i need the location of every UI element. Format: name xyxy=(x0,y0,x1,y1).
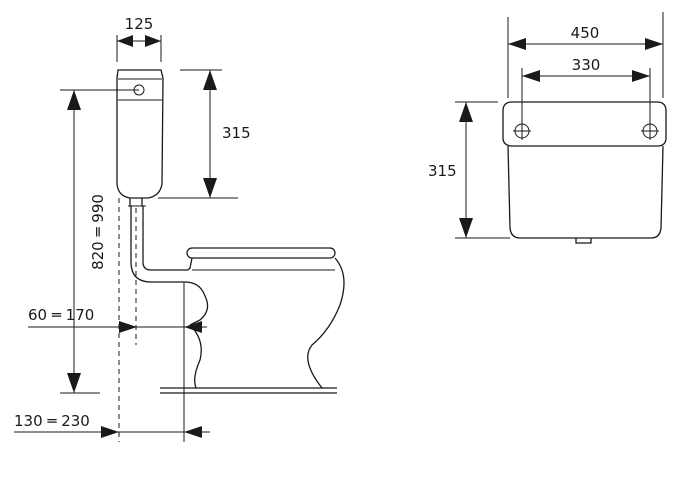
flush-pipe xyxy=(128,198,188,283)
front-view: 450 330 315 xyxy=(428,12,667,244)
dimension-315-front: 315 xyxy=(428,101,510,239)
dimension-130-230: 130 ═ 230 xyxy=(14,412,210,438)
dim-label-820-990: 820 ═ 990 xyxy=(89,194,107,270)
side-view: 125 315 820 ═ 990 60 ═ 170 xyxy=(14,15,345,442)
dimension-125: 125 xyxy=(116,15,162,62)
dimension-820-990: 820 ═ 990 xyxy=(60,89,139,394)
dimension-450: 450 xyxy=(507,12,664,98)
dimension-330: 330 xyxy=(521,56,651,122)
dim-label-125: 125 xyxy=(125,15,154,33)
toilet-pan xyxy=(160,247,345,394)
dim-label-130-230: 130 ═ 230 xyxy=(14,412,90,430)
dim-label-60-170: 60 ═ 170 xyxy=(28,306,94,324)
side-cistern xyxy=(116,69,164,199)
front-cistern xyxy=(502,101,667,244)
dim-label-450: 450 xyxy=(571,24,600,42)
dim-label-330: 330 xyxy=(572,56,601,74)
dim-label-315-front: 315 xyxy=(428,162,457,180)
dimension-60-170: 60 ═ 170 xyxy=(28,306,207,333)
dim-label-315-side: 315 xyxy=(222,124,251,142)
dimension-315-side: 315 xyxy=(158,69,251,199)
